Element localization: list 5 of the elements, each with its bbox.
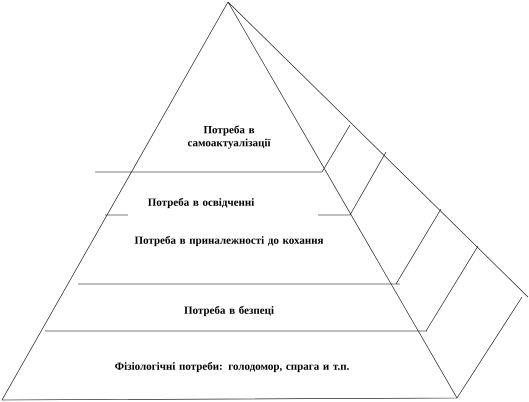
layer-label: Потреба в приналежності до кохання <box>134 236 324 246</box>
layer-label: Потреба в безпеці <box>184 306 274 316</box>
layer-label: Потреба в освідченні <box>148 198 254 208</box>
layer-label: Потреба в самоактуалізації <box>188 125 271 149</box>
layer-label: Фізіологічні потреби: голодомор, спрага и т.п. <box>115 362 349 372</box>
